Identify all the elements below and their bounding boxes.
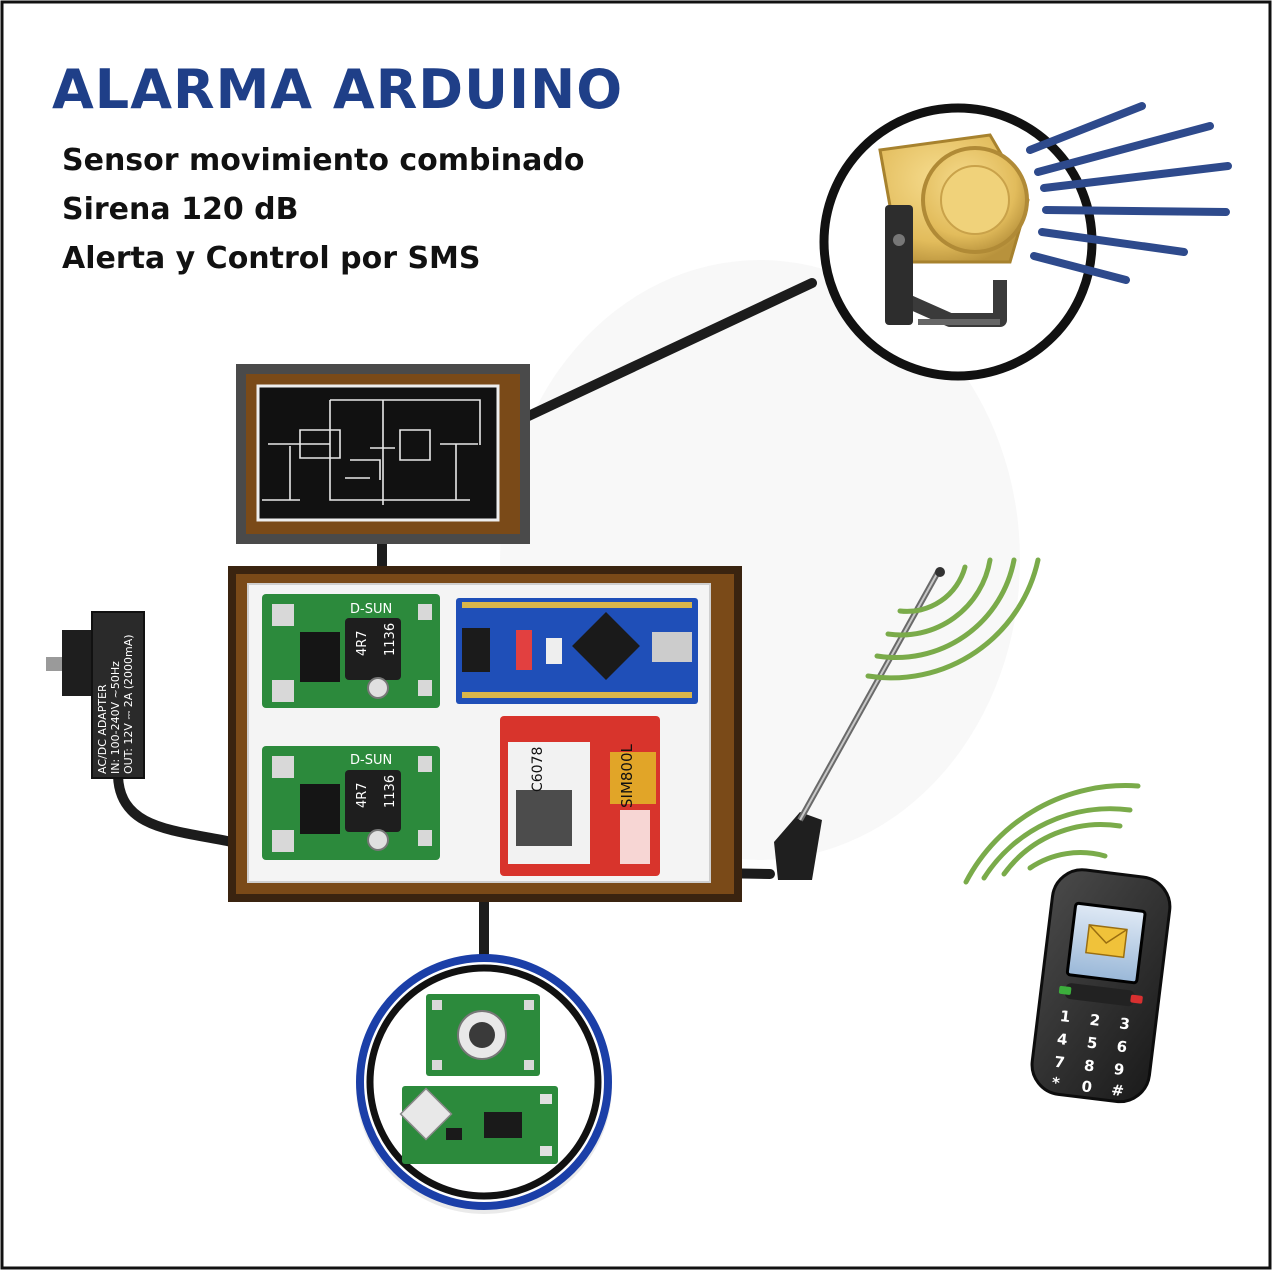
envelope-icon bbox=[1085, 924, 1128, 959]
phone-key: 9 bbox=[1113, 1060, 1126, 1079]
gsm-module: SIM800L C6078 bbox=[500, 716, 660, 876]
cable-schematic-siren bbox=[483, 278, 817, 440]
main-board: D-SUN 4R7 1136 D-SUN 4R7 1136 bbox=[228, 566, 742, 902]
feature-item: Sensor movimiento combinado bbox=[62, 143, 585, 178]
phone-key: 2 bbox=[1089, 1011, 1102, 1030]
feature-item: Alerta y Control por SMS bbox=[62, 241, 481, 276]
phone-icon: 1 2 3 4 5 6 7 8 9 * 0 # bbox=[1030, 868, 1172, 1104]
adapter-line-1: AC/DC ADAPTER bbox=[96, 684, 109, 774]
feature-item: Sirena 120 dB bbox=[62, 192, 299, 227]
siren-waves bbox=[1026, 102, 1232, 284]
phone-key: * bbox=[1051, 1074, 1061, 1093]
phone-key: 6 bbox=[1116, 1037, 1129, 1056]
phone-key: 5 bbox=[1086, 1034, 1099, 1053]
sensor-group bbox=[356, 954, 612, 1214]
feature-list: Sensor movimiento combinado Sirena 120 d… bbox=[62, 136, 584, 283]
phone-key: 4 bbox=[1056, 1030, 1069, 1049]
buck-top-inductor-a: 4R7 bbox=[355, 630, 370, 656]
page-title: ALARMA ARDUINO bbox=[52, 58, 624, 121]
siren-group bbox=[819, 102, 1232, 381]
schematic-icon bbox=[262, 399, 481, 505]
cables bbox=[113, 278, 817, 973]
buck-converter-top: D-SUN 4R7 1136 bbox=[262, 594, 440, 708]
phone-key: # bbox=[1110, 1081, 1125, 1100]
schematic-group bbox=[236, 364, 530, 544]
phone-signal-waves bbox=[963, 783, 1141, 885]
buck-bottom-brand: D-SUN bbox=[350, 753, 392, 768]
phone-key: 0 bbox=[1080, 1077, 1093, 1096]
phone-keypad: 1 2 3 4 5 6 7 8 9 * 0 # bbox=[1051, 1007, 1131, 1100]
gsm-code: C6078 bbox=[530, 747, 546, 792]
phone-key: 3 bbox=[1118, 1014, 1131, 1033]
adapter-line-3: OUT: 12V ⎓ 2A (2000mA) bbox=[122, 634, 135, 774]
phone-key: 8 bbox=[1083, 1056, 1096, 1075]
buck-bottom-inductor-b: 1136 bbox=[383, 775, 398, 808]
adapter-line-2: IN: 100-240V ~50Hz bbox=[109, 661, 122, 774]
buck-top-inductor-b: 1136 bbox=[383, 623, 398, 656]
phone-key: 7 bbox=[1053, 1053, 1066, 1072]
siren-icon bbox=[878, 133, 1030, 327]
antenna-signal-waves bbox=[865, 557, 1041, 681]
buck-top-brand: D-SUN bbox=[350, 602, 392, 617]
radar-sensor bbox=[399, 1086, 558, 1164]
buck-converter-bottom: D-SUN 4R7 1136 bbox=[262, 746, 440, 860]
phone-key: 1 bbox=[1059, 1007, 1072, 1026]
cable-adapter-board bbox=[113, 771, 237, 847]
buck-bottom-inductor-a: 4R7 bbox=[355, 782, 370, 808]
power-adapter-icon: AC/DC ADAPTER IN: 100-240V ~50Hz OUT: 12… bbox=[46, 611, 145, 779]
gsm-label: SIM800L bbox=[618, 743, 636, 808]
arduino-nano bbox=[456, 598, 698, 704]
motion-sensor-icon bbox=[426, 994, 540, 1076]
